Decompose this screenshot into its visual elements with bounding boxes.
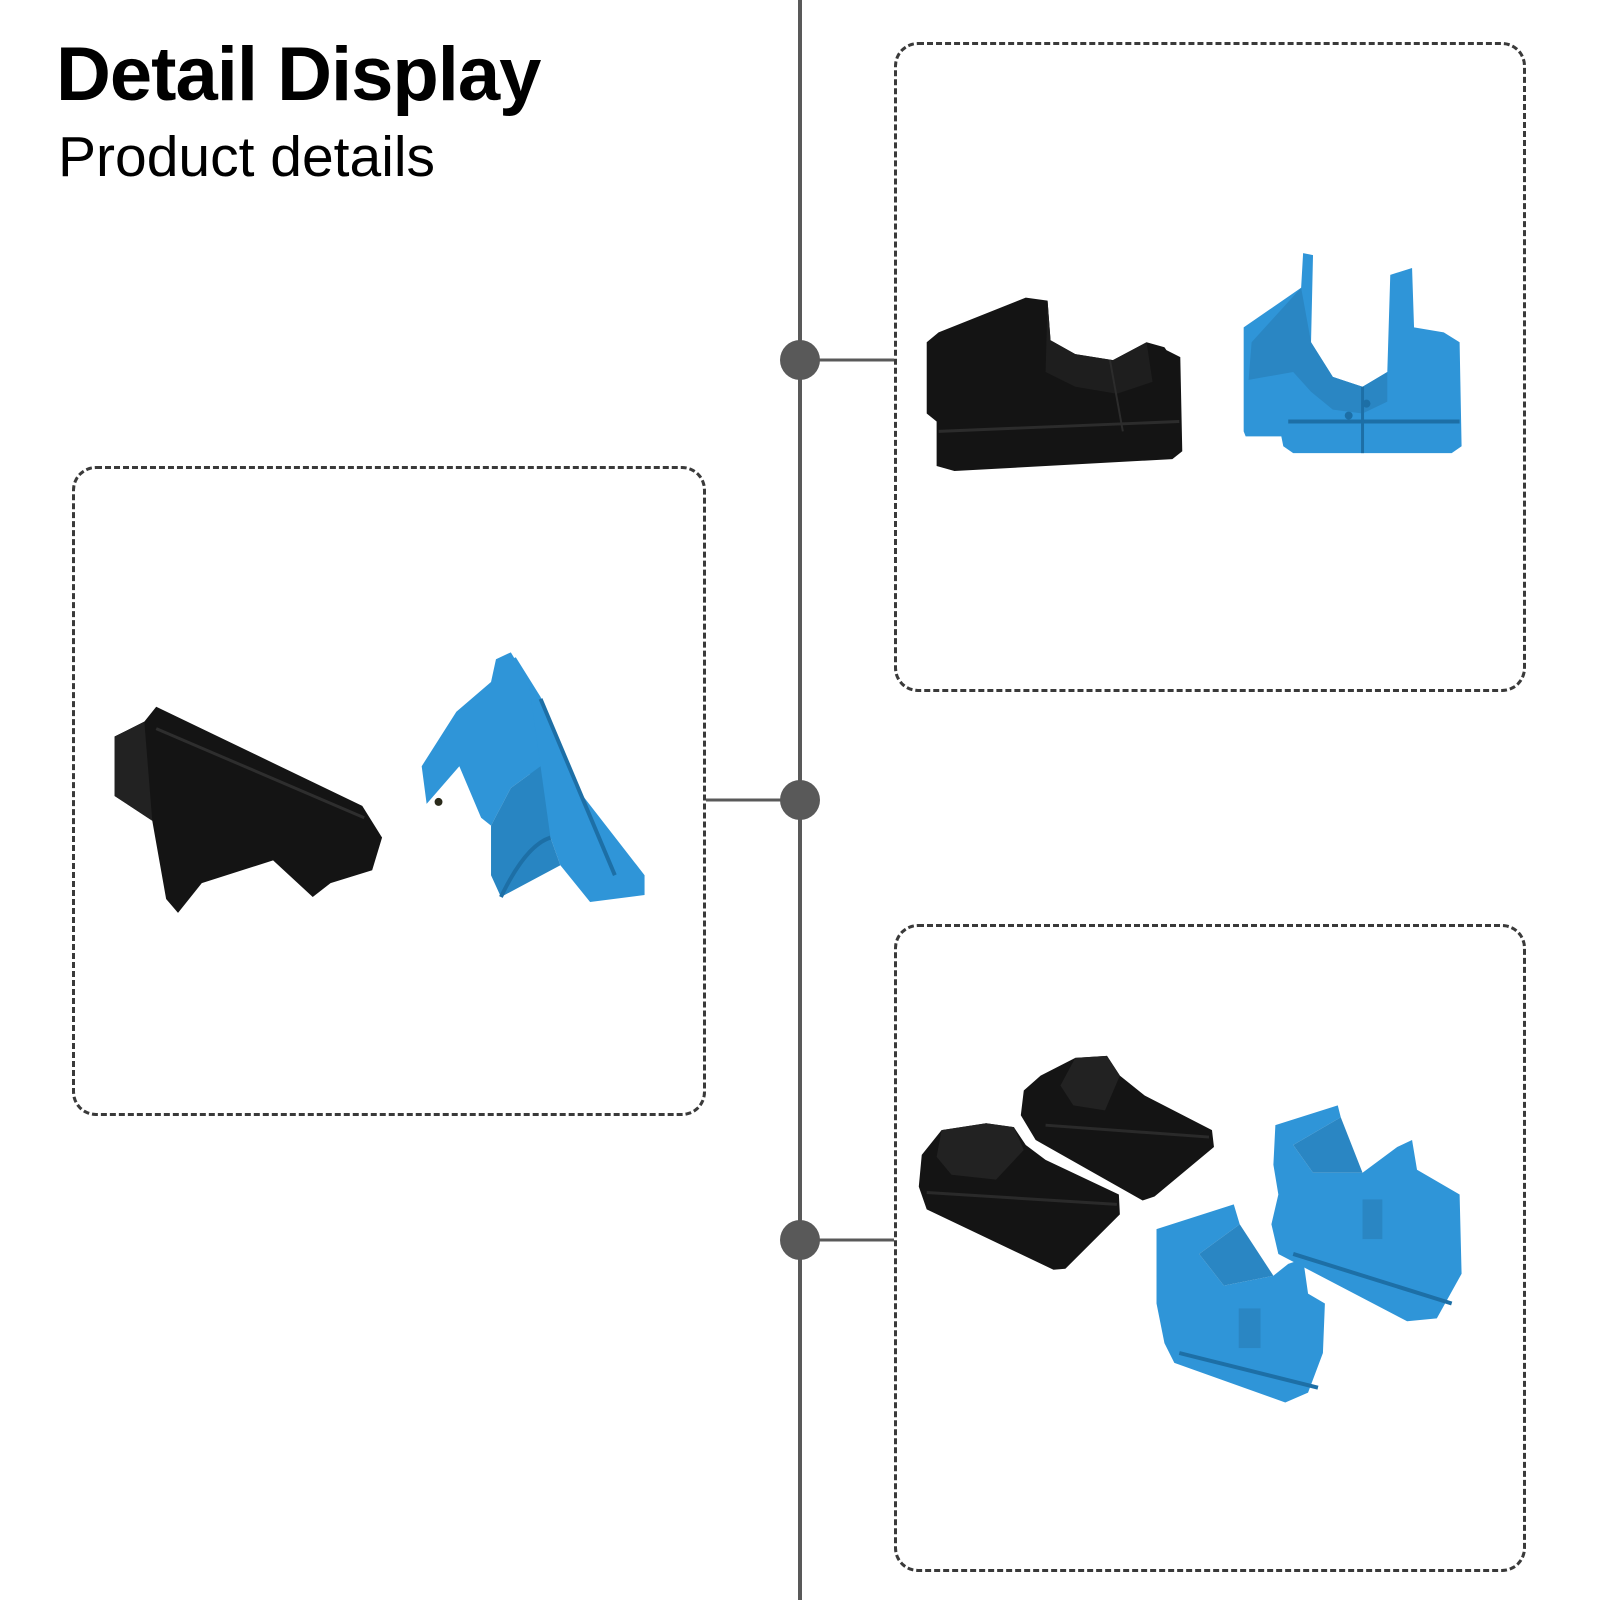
blue-clip-image [421,652,645,902]
page-title: Detail Display [56,32,541,117]
blue-clip-image [1243,253,1462,454]
product-photo-set-view [918,1055,1462,1403]
timeline-dot-top [780,340,820,380]
product-photo-front-view [926,253,1462,472]
page-subtitle: Product details [58,125,436,189]
timeline-dot-middle [780,780,820,820]
detail-panel-set-view [894,924,1526,1572]
detail-panel-front-view [894,42,1526,692]
blue-clip-image [1271,1105,1462,1322]
black-clip-image [114,706,383,913]
blue-clip-image [1156,1204,1325,1403]
black-clip-image [926,297,1183,472]
timeline-dot-bottom [780,1220,820,1260]
black-clip-image [1020,1055,1214,1201]
black-clip-image [918,1123,1120,1270]
product-photo-side-view [114,652,645,913]
detail-panel-side-view [72,466,706,1116]
